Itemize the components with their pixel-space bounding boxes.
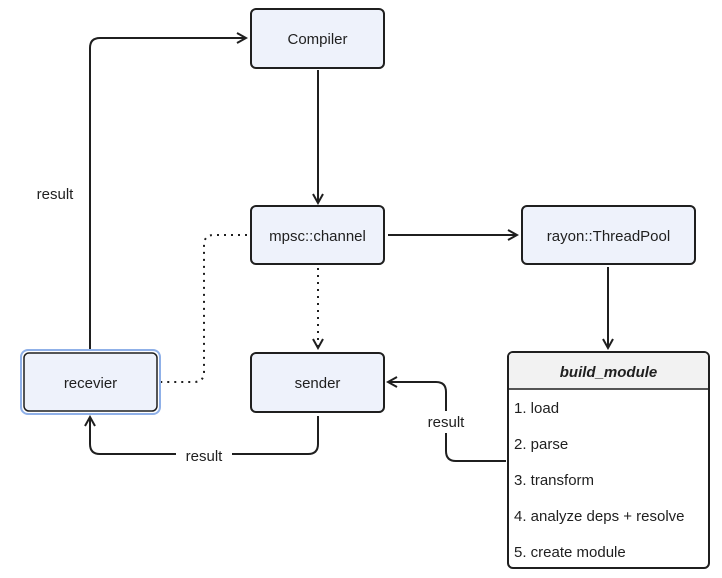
- node-receiver-label: recevier: [64, 375, 117, 392]
- edge-label-bg: [176, 444, 232, 466]
- build-module-step: 4. analyze deps + resolve: [514, 508, 685, 525]
- node-receiver[interactable]: recevier: [20, 349, 161, 415]
- node-sender[interactable]: sender: [250, 352, 385, 413]
- node-channel-label: mpsc::channel: [269, 228, 366, 245]
- build-module-step: 3. transform: [514, 472, 594, 489]
- edge-label-bg: [420, 411, 472, 433]
- node-rayon-threadpool[interactable]: rayon::ThreadPool: [521, 205, 696, 265]
- edge-channel-to-receiver-dotted: [160, 234, 247, 383]
- node-build-module[interactable]: build_module 1. load 2. parse 3. transfo…: [507, 351, 710, 569]
- node-compiler[interactable]: Compiler: [250, 8, 385, 69]
- build-module-title: build_module: [560, 364, 658, 381]
- build-module-step: 5. create module: [514, 544, 626, 561]
- node-threadpool-label: rayon::ThreadPool: [547, 228, 670, 245]
- edge-label-result-right: result: [428, 414, 466, 431]
- node-mpsc-channel[interactable]: mpsc::channel: [250, 205, 385, 265]
- edge-label-bg: [30, 182, 80, 204]
- edge-receiver-to-compiler: [89, 38, 246, 350]
- build-module-step: 2. parse: [514, 436, 568, 453]
- build-module-step: 1. load: [514, 400, 559, 417]
- node-compiler-label: Compiler: [287, 31, 347, 48]
- edge-label-result-bottom: result: [186, 448, 224, 465]
- edge-label-result-left: result: [37, 186, 75, 203]
- node-sender-label: sender: [295, 375, 341, 392]
